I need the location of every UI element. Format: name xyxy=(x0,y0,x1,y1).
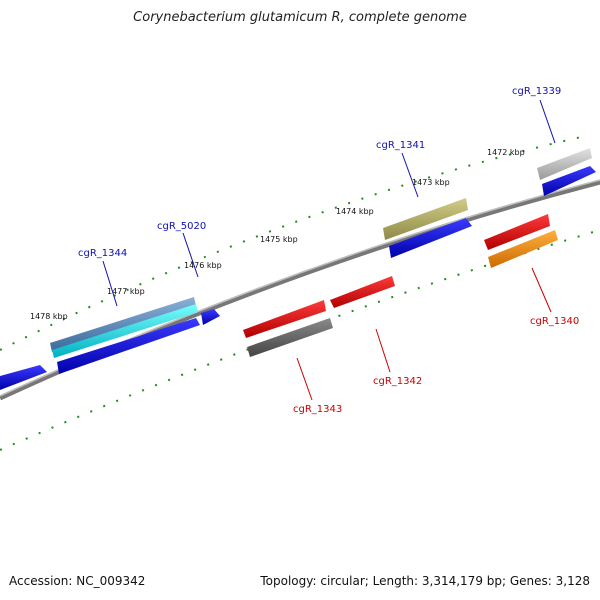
gene-bar-upstream-cds[interactable] xyxy=(0,365,47,390)
gene-bar-cgR_5020[interactable] xyxy=(201,309,220,325)
gene-label-cgR_1341[interactable]: cgR_1341 xyxy=(376,140,425,151)
gene-label-cgR_1344[interactable]: cgR_1344 xyxy=(78,248,127,259)
kbp-label: 1478 kbp xyxy=(30,312,68,321)
gene-label-cgR_5020[interactable]: cgR_5020 xyxy=(157,221,206,232)
kbp-label: 1475 kbp xyxy=(260,235,298,244)
gene-bar-cgR_1343[interactable] xyxy=(243,300,326,338)
gene-bar-cgR_1340-cds[interactable] xyxy=(488,230,558,268)
kbp-label: 1476 kbp xyxy=(184,261,222,270)
gene-bar-cgR_1339[interactable] xyxy=(537,148,592,180)
leader-line-cgR_1340 xyxy=(531,267,552,313)
leader-line-cgR_1343 xyxy=(296,357,313,401)
gene-bar-cgR_1344-b[interactable] xyxy=(52,304,198,358)
accession-text: Accession: NC_009342 xyxy=(9,574,146,588)
kbp-label: 1473 kbp xyxy=(412,178,450,187)
leader-line-cgR_1341 xyxy=(401,152,419,198)
gene-label-cgR_1340[interactable]: cgR_1340 xyxy=(530,316,579,327)
kbp-label: 1477 kbp xyxy=(107,287,145,296)
leader-line-cgR_1342 xyxy=(375,328,391,373)
genome-summary-text: Topology: circular; Length: 3,314,179 bp… xyxy=(260,574,590,588)
gene-bar-cgR_1342[interactable] xyxy=(330,276,395,308)
leader-line-cgR_5020 xyxy=(182,232,199,278)
gene-label-cgR_1342[interactable]: cgR_1342 xyxy=(373,376,422,387)
gene-bar-cgR_1344[interactable] xyxy=(50,297,196,352)
kbp-label: 1472 kbp xyxy=(487,148,525,157)
gene-label-cgR_1343[interactable]: cgR_1343 xyxy=(293,404,342,415)
leader-line-cgR_1344 xyxy=(102,260,118,307)
gene-bar-cgR_1344-cds[interactable] xyxy=(57,318,200,374)
gene-bar-cgR_1343-b[interactable] xyxy=(247,318,333,357)
gene-bar-cgR_1340[interactable] xyxy=(484,214,550,250)
kbp-label: 1474 kbp xyxy=(336,207,374,216)
gene-bar-cgR_1341-cds[interactable] xyxy=(389,218,472,258)
gene-label-cgR_1339[interactable]: cgR_1339 xyxy=(512,86,561,97)
gene-bar-cgR_1339-cds[interactable] xyxy=(542,166,596,196)
gene-bar-cgR_1341[interactable] xyxy=(383,198,468,240)
map-title: Corynebacterium glutamicum R, complete g… xyxy=(133,10,467,25)
leader-line-cgR_1339 xyxy=(539,99,556,144)
